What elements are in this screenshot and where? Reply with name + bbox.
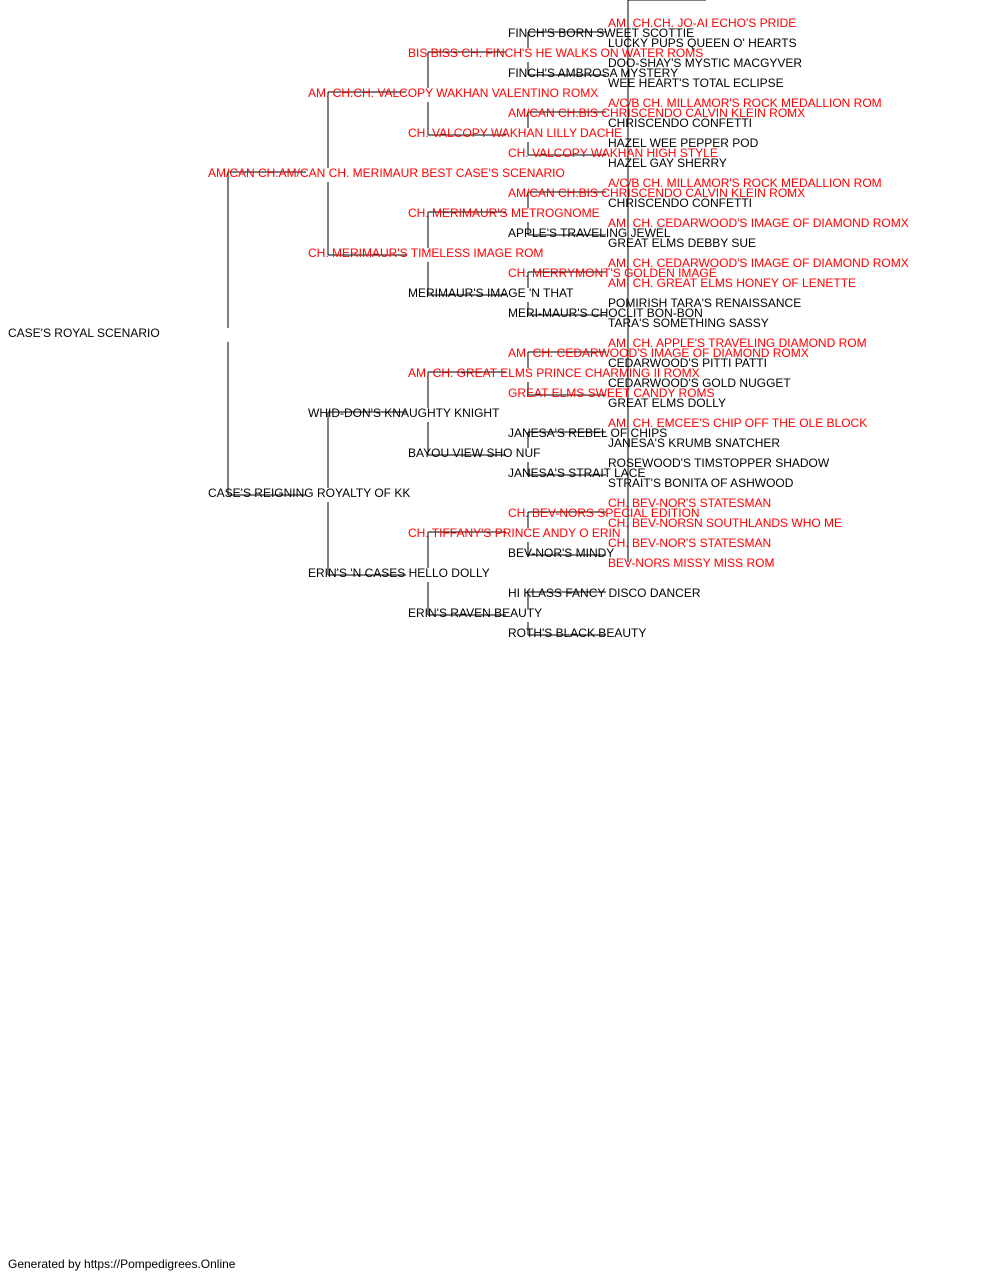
dog-name-gen5: ROSEWOOD'S TIMSTOPPER SHADOW: [608, 456, 830, 470]
dog-name-gen3: MERIMAUR'S IMAGE 'N THAT: [408, 286, 574, 300]
dog-name-gen2-champion: CH. MERIMAUR'S TIMELESS IMAGE ROM: [308, 246, 544, 260]
dog-name-gen5: TARA'S SOMETHING SASSY: [608, 316, 769, 330]
dog-name-gen4-champion: AM. CH. CEDARWOOD'S IMAGE OF DIAMOND ROM…: [508, 346, 809, 360]
dog-name-gen5: STRAIT'S BONITA OF ASHWOOD: [608, 476, 794, 490]
dog-name-gen4: HI KLASS FANCY DISCO DANCER: [508, 586, 701, 600]
dog-name-gen5-champion: AM. CH. CEDARWOOD'S IMAGE OF DIAMOND ROM…: [608, 256, 909, 270]
dog-name-gen3: ERIN'S RAVEN BEAUTY: [408, 606, 543, 620]
footer-credit: Generated by https://Pompedigrees.Online: [8, 1257, 236, 1271]
dog-name-gen2: WHID-DON'S KNAUGHTY KNIGHT: [308, 406, 500, 420]
dog-name-gen4-champion: CH. VALCOPY WAKHAN HIGH STYLE: [508, 146, 718, 160]
dog-name-gen4: APPLE'S TRAVELING JEWEL: [508, 226, 671, 240]
dog-name-gen5: CEDARWOOD'S PITTI PATTI: [608, 356, 767, 370]
dog-name-gen5-champion: CH. BEV-NORSN SOUTHLANDS WHO ME: [608, 516, 843, 530]
dog-name-gen5-champion: AM. CH. EMCEE'S CHIP OFF THE OLE BLOCK: [608, 416, 868, 430]
dog-name-gen5-champion: AM. CH. GREAT ELMS HONEY OF LENETTE: [608, 276, 857, 290]
dog-name-gen3-champion: AM. CH. GREAT ELMS PRINCE CHARMING II RO…: [408, 366, 700, 380]
dog-name-gen5-champion: CH. BEV-NOR'S STATESMAN: [608, 536, 772, 550]
dog-name-gen3-champion: CH. MERIMAUR'S METROGNOME: [408, 206, 600, 220]
dog-name-gen5: CHRISCENDO CONFETTI: [608, 116, 752, 130]
dog-name-gen5-champion: AM. CH. APPLE'S TRAVELING DIAMOND ROM: [608, 336, 867, 350]
dog-name-gen4: JANESA'S REBEL OF CHIPS: [508, 426, 668, 440]
dog-name-gen5-champion: AM. CH. CEDARWOOD'S IMAGE OF DIAMOND ROM…: [608, 216, 909, 230]
dog-name-gen5: HAZEL WEE PEPPER POD: [608, 136, 759, 150]
dog-name-gen3-champion: CH. VALCOPY WAKHAN LILLY DACHE: [408, 126, 623, 140]
dog-name-gen5: WEE HEART'S TOTAL ECLIPSE: [608, 76, 784, 90]
dog-name-gen4: MERI-MAUR'S CHOCLIT BON-BON: [508, 306, 703, 320]
dog-name-gen4-champion: AM/CAN CH.BIS CHRISCENDO CALVIN KLEIN RO…: [508, 186, 806, 200]
dog-name-gen4-champion: GREAT ELMS SWEET CANDY ROMS: [508, 386, 715, 400]
dog-name-gen5: CHRISCENDO CONFETTI: [608, 196, 752, 210]
dog-name-gen4: FINCH'S AMBROSA MYSTERY: [508, 66, 679, 80]
dog-name-gen1-champion: AM/CAN CH.AM/CAN CH. MERIMAUR BEST CASE'…: [208, 166, 565, 180]
dog-name-gen5: DOO-SHAY'S MYSTIC MACGYVER: [608, 56, 803, 70]
dog-name-gen5-champion: CH. BEV-NOR'S STATESMAN: [608, 496, 772, 510]
dog-name-gen5-champion: BEV-NORS MISSY MISS ROM: [608, 556, 775, 570]
dog-name-gen4-champion: CH. MERRYMONT'S GOLDEN IMAGE: [508, 266, 717, 280]
dog-name-gen3: BAYOU VIEW SHO NUF: [408, 446, 541, 460]
dog-name-gen1: CASE'S REIGNING ROYALTY OF KK: [208, 486, 411, 500]
dog-name-gen4-champion: AM/CAN CH.BIS CHRISCENDO CALVIN KLEIN RO…: [508, 106, 806, 120]
dog-name-gen5: GREAT ELMS DEBBY SUE: [608, 236, 757, 250]
dog-name-gen5-champion: A/C/B CH. MILLAMOR'S ROCK MEDALLION ROM: [608, 96, 882, 110]
dog-name-gen5: LUCKY PUPS QUEEN O' HEARTS: [608, 36, 797, 50]
dog-name-gen4: ROTH'S BLACK BEAUTY: [508, 626, 647, 640]
dog-name-gen5: POMIRISH TARA'S RENAISSANCE: [608, 296, 802, 310]
dog-name-gen2: ERIN'S 'N CASES HELLO DOLLY: [308, 566, 490, 580]
dog-name-gen4-champion: CH. BEV-NORS SPECIAL EDITION: [508, 506, 700, 520]
dog-name-gen5: CEDARWOOD'S GOLD NUGGET: [608, 376, 791, 390]
dog-name-gen5-champion: AM. CH.CH. JO-AI ECHO'S PRIDE: [608, 16, 797, 30]
dog-name-gen0: CASE'S ROYAL SCENARIO: [8, 326, 160, 340]
dog-name-gen4: JANESA'S STRAIT LACE: [508, 466, 646, 480]
dog-name-gen5-champion: A/C/B CH. MILLAMOR'S ROCK MEDALLION ROM: [608, 176, 882, 190]
dog-name-gen3-champion: CH. TIFFANY'S PRINCE ANDY O ERIN: [408, 526, 621, 540]
dog-name-gen4: BEV-NOR'S MINDY: [508, 546, 615, 560]
dog-name-gen4: FINCH'S BORN SWEET SCOTTIE: [508, 26, 695, 40]
dog-name-gen5: JANESA'S KRUMB SNATCHER: [608, 436, 781, 450]
dog-name-gen3-champion: BIS BISS CH. FINCH'S HE WALKS ON WATER R…: [408, 46, 704, 60]
dog-name-gen5: HAZEL GAY SHERRY: [608, 156, 727, 170]
dog-name-gen2-champion: AM. CH.CH. VALCOPY WAKHAN VALENTINO ROMX: [308, 86, 599, 100]
dog-name-gen5: GREAT ELMS DOLLY: [608, 396, 727, 410]
